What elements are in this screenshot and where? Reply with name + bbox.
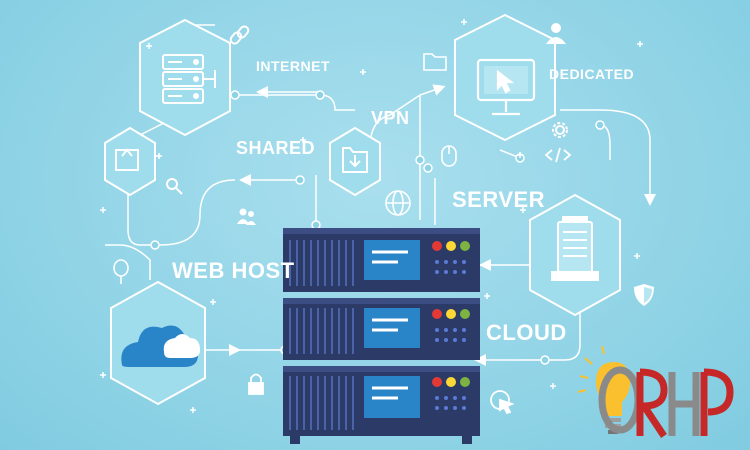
monitor-icon	[476, 58, 536, 116]
cloud-icon	[121, 325, 200, 367]
label-dedicated: DEDICATED	[549, 66, 635, 82]
download-icon	[342, 147, 368, 173]
rack-icon	[162, 54, 216, 104]
users-icon	[237, 208, 256, 225]
label-vpn: VPN	[371, 108, 410, 128]
label-web-host: WEB HOST	[172, 258, 295, 283]
hex-internet	[139, 18, 231, 137]
label-shared: SHARED	[236, 138, 316, 158]
hexagons	[104, 13, 621, 406]
server-unit	[283, 298, 480, 360]
server-unit	[283, 228, 480, 292]
balloon-icon	[113, 259, 129, 284]
sparkles	[100, 19, 643, 413]
tower-server-icon	[551, 216, 599, 281]
link-icon	[229, 25, 250, 45]
folder-icon	[423, 53, 447, 71]
gear-icon	[552, 122, 568, 138]
globe-icon	[385, 190, 411, 216]
server-stack	[283, 228, 480, 444]
code-icon	[544, 147, 572, 163]
share-arrows-icon	[115, 148, 139, 171]
lock-icon	[248, 373, 264, 395]
hex-share	[104, 126, 156, 197]
logo-letters	[598, 366, 734, 438]
label-internet: INTERNET	[256, 58, 330, 74]
label-cloud: CLOUD	[486, 320, 567, 345]
person-icon	[546, 23, 566, 44]
server-unit	[283, 366, 480, 436]
search-icon	[166, 178, 183, 195]
cursor-click-icon	[490, 390, 515, 415]
label-server: SERVER	[452, 187, 546, 212]
logo	[577, 345, 734, 438]
mouse-icon	[441, 145, 457, 167]
shield-icon	[634, 284, 654, 306]
